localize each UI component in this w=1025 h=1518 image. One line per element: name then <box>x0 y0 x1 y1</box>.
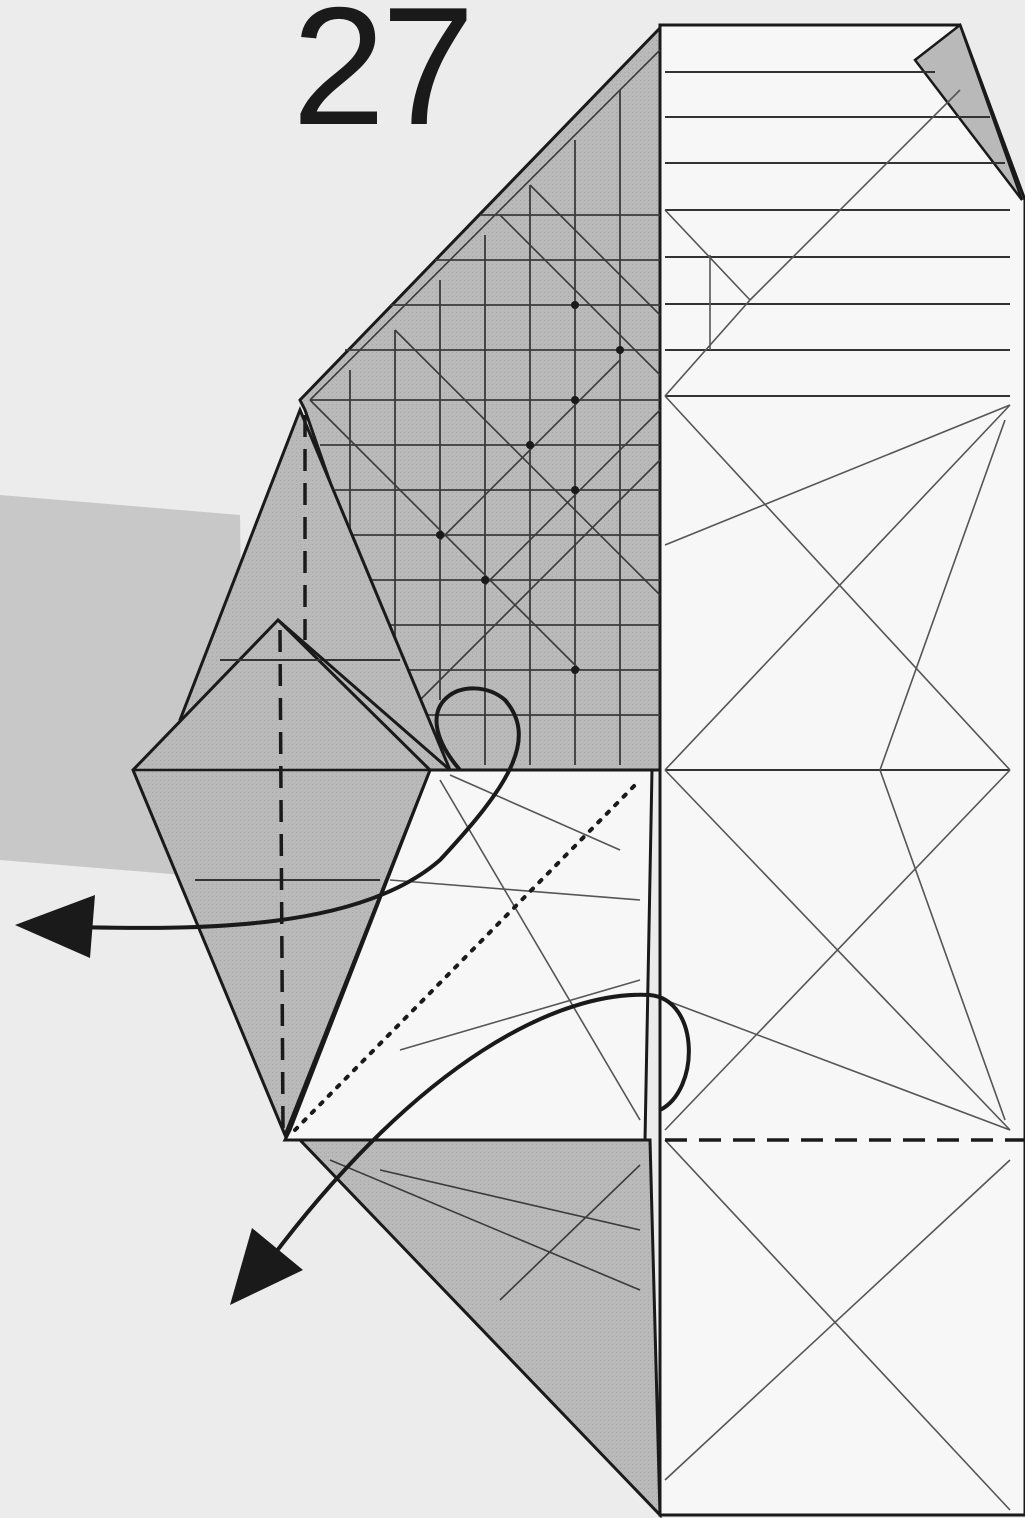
bottom-colored-flap <box>300 1140 660 1515</box>
right-panel <box>660 25 1025 1515</box>
